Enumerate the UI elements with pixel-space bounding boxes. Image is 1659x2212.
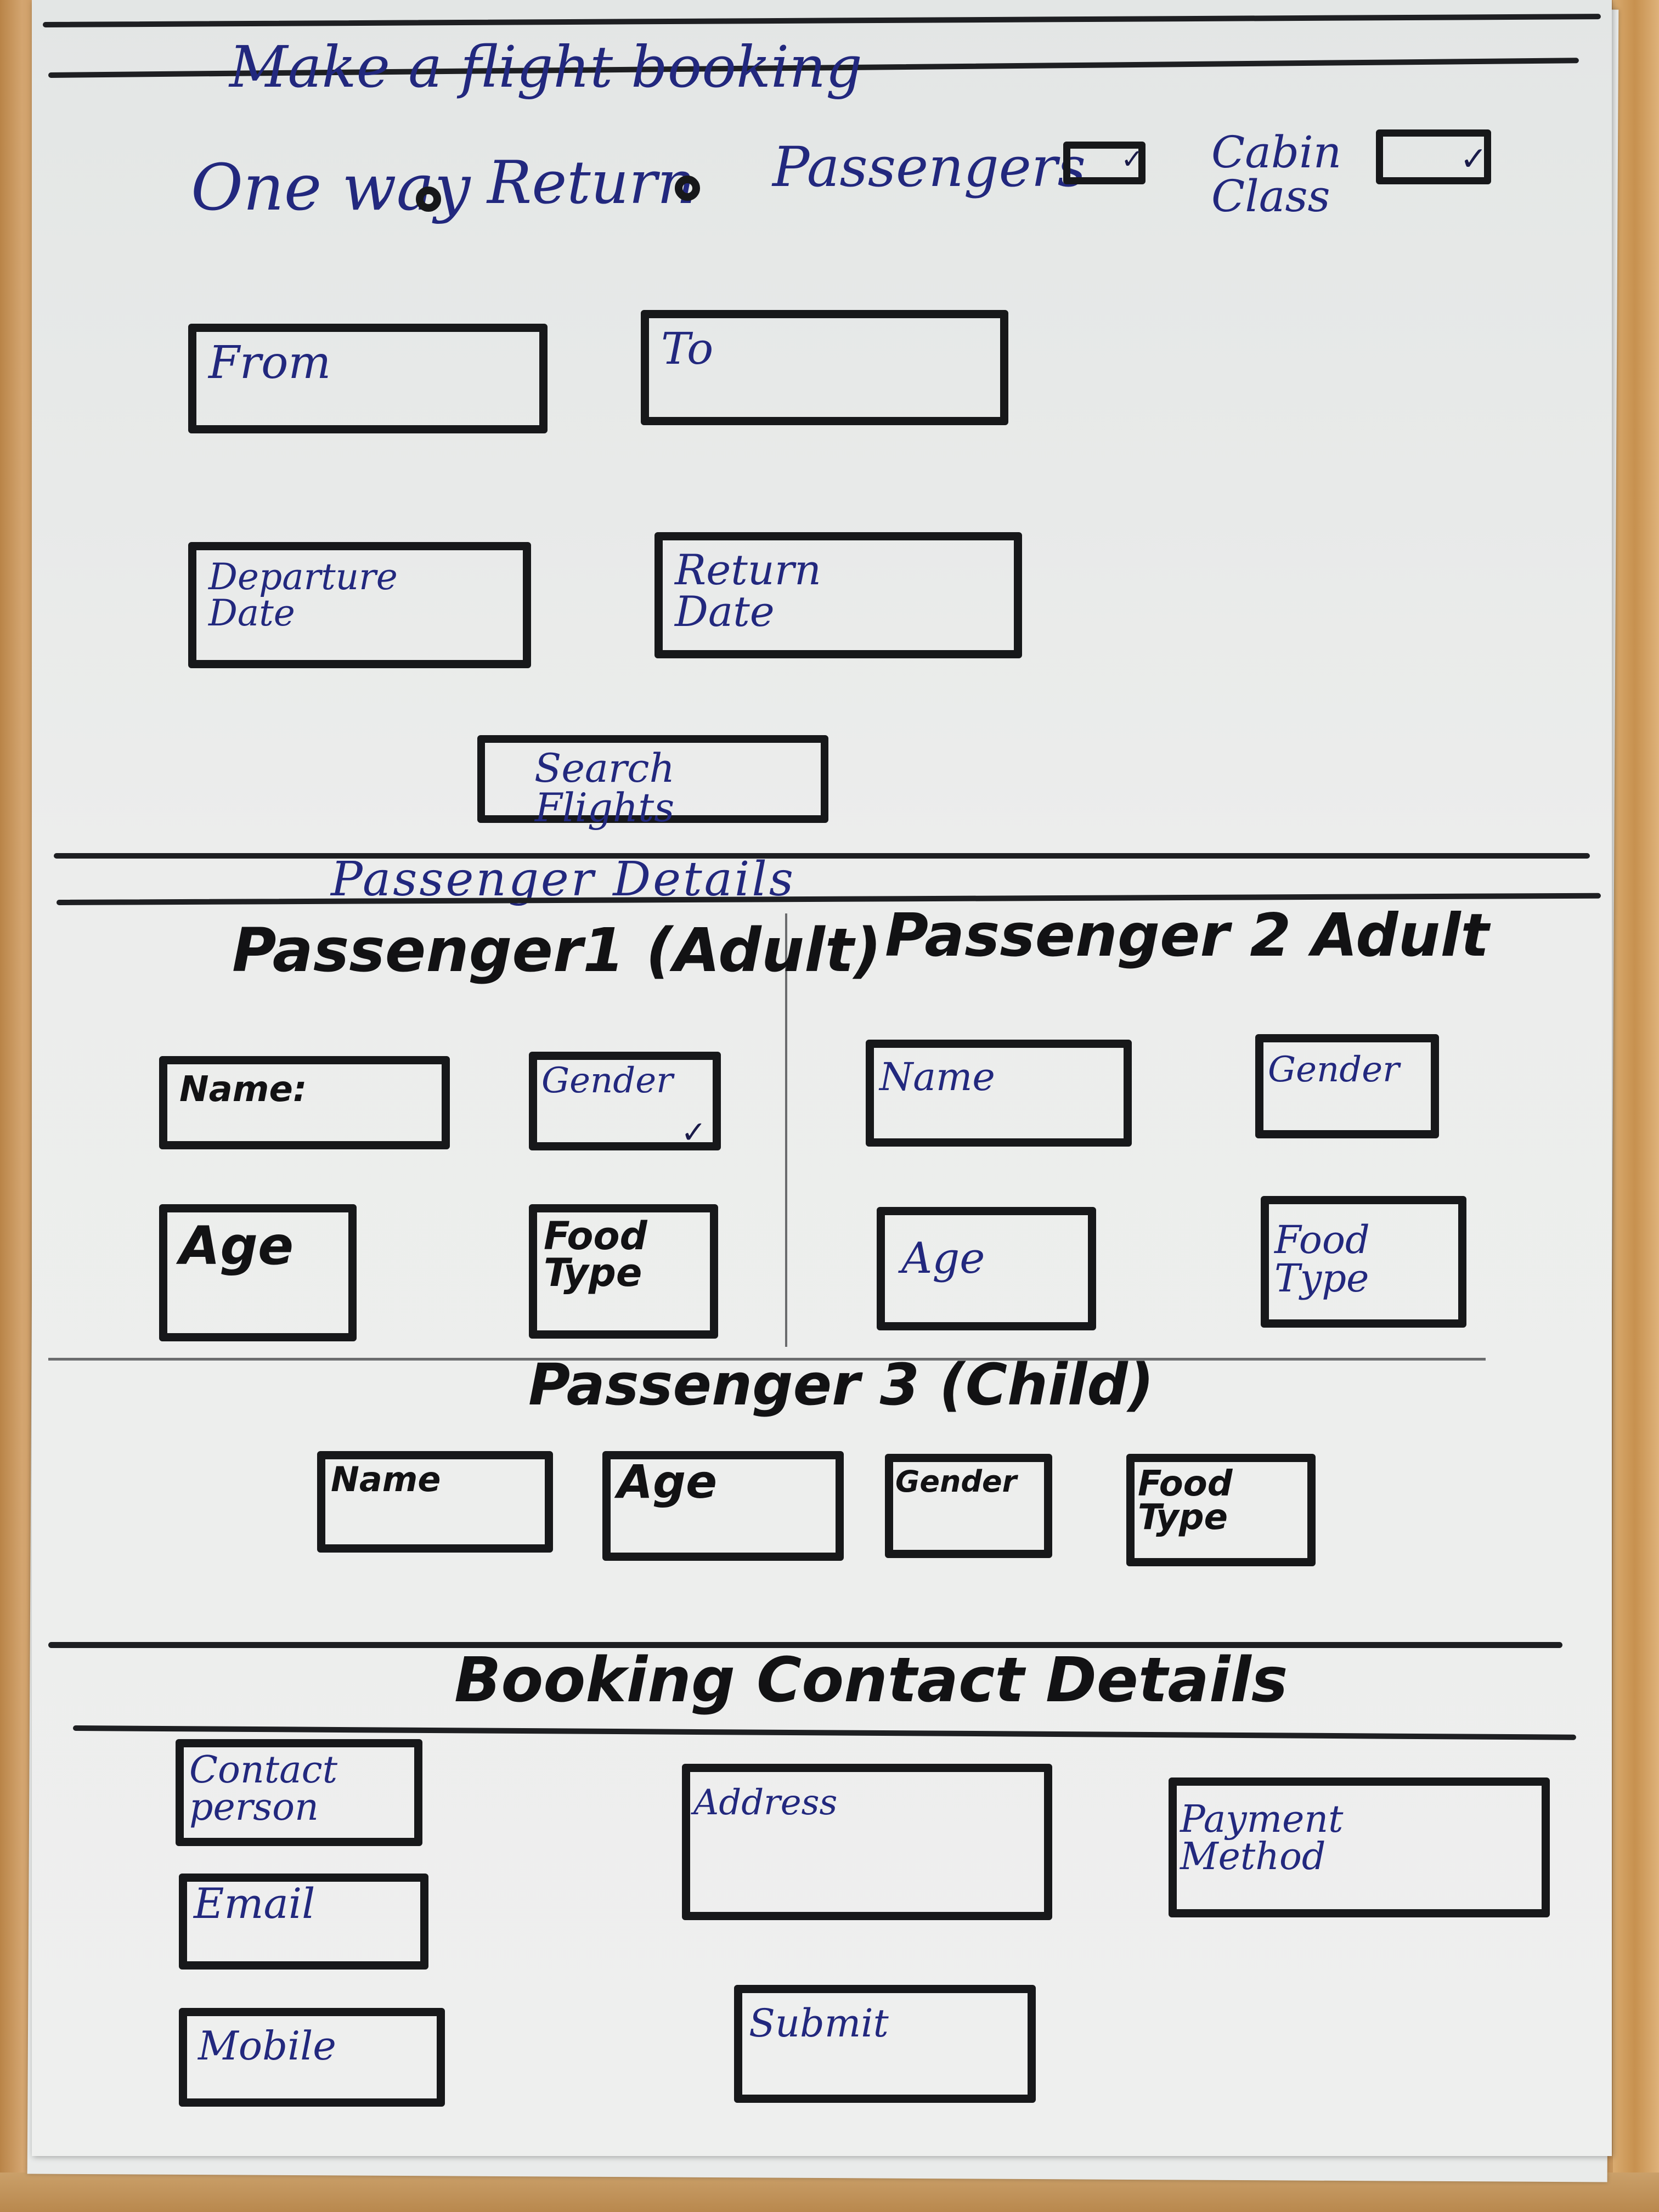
- one-way-radio[interactable]: [416, 187, 441, 212]
- payment-method-select[interactable]: Payment Method: [1169, 1778, 1550, 1917]
- payment-method-label: Payment Method: [1180, 1798, 1344, 1878]
- address-label: Address: [693, 1782, 838, 1823]
- passenger3-heading: Passenger 3 (Child): [528, 1351, 1154, 1418]
- to-field[interactable]: To: [641, 310, 1008, 425]
- passenger1-age-label: Age: [179, 1215, 294, 1277]
- section-divider-passenger-top: [54, 853, 1590, 859]
- passenger1-age-field[interactable]: Age: [159, 1204, 357, 1341]
- passenger1-name-field[interactable]: Name:: [159, 1056, 450, 1149]
- passenger2-name-field[interactable]: Name: [866, 1040, 1132, 1147]
- section-divider-contact-bottom: [72, 1725, 1576, 1740]
- passenger3-food-type-label: Food Type: [1138, 1464, 1233, 1538]
- passenger2-age-field[interactable]: Age: [877, 1207, 1096, 1330]
- passenger3-name-label: Name: [331, 1459, 441, 1499]
- submit-label: Submit: [749, 2001, 889, 2046]
- passenger2-name-label: Name: [879, 1054, 995, 1099]
- chevron-down-icon: ✓: [1121, 143, 1144, 175]
- passenger3-age-field[interactable]: Age: [602, 1451, 844, 1561]
- wooden-table: [1613, 0, 1659, 2212]
- from-field[interactable]: From: [188, 324, 548, 433]
- passenger3-gender-label: Gender: [895, 1464, 1017, 1499]
- mobile-field[interactable]: Mobile: [179, 2008, 445, 2107]
- search-flights-label: Search Flights: [534, 745, 675, 831]
- email-label: Email: [194, 1879, 315, 1928]
- contact-person-field[interactable]: Contact person: [176, 1739, 422, 1846]
- search-flights-button[interactable]: Search Flights: [477, 735, 828, 827]
- cabin-class-select[interactable]: ✓: [1376, 129, 1491, 184]
- passenger3-name-field[interactable]: Name: [317, 1451, 553, 1553]
- passenger2-age-label: Age: [901, 1234, 985, 1283]
- passenger1-heading: Passenger1 (Adult): [232, 915, 882, 985]
- section-divider-contact-top: [48, 1642, 1562, 1648]
- submit-button[interactable]: Submit: [734, 1985, 1036, 2103]
- top-border-line: [42, 14, 1601, 27]
- passenger2-gender-select[interactable]: Gender: [1255, 1034, 1439, 1138]
- passenger-column-divider: [785, 913, 787, 1347]
- passenger1-gender-label: Gender: [541, 1060, 673, 1101]
- passenger2-food-type-label: Food Type: [1274, 1217, 1370, 1301]
- chevron-down-icon: ✓: [681, 1115, 707, 1150]
- one-way-label: One way: [191, 151, 471, 225]
- return-radio[interactable]: [675, 176, 700, 201]
- from-label: From: [208, 337, 331, 389]
- departure-date-field[interactable]: Departure Date: [188, 542, 531, 668]
- passenger1-food-type-select[interactable]: Food Type: [529, 1204, 718, 1339]
- mobile-label: Mobile: [198, 2023, 336, 2069]
- passenger3-food-type-select[interactable]: Food Type: [1126, 1454, 1316, 1566]
- passengers-label: Passengers: [772, 135, 1086, 199]
- passenger3-divider: [48, 1358, 1486, 1361]
- passenger3-age-label: Age: [617, 1455, 718, 1509]
- booking-contact-heading: Booking Contact Details: [454, 1645, 1288, 1716]
- cabin-class-label: Cabin Class: [1211, 127, 1342, 222]
- return-date-field[interactable]: Return Date: [654, 532, 1022, 658]
- departure-date-label: Departure Date: [208, 556, 398, 634]
- email-field[interactable]: Email: [179, 1874, 428, 1970]
- passengers-select[interactable]: ✓: [1063, 142, 1146, 184]
- to-label: To: [661, 323, 714, 374]
- passenger-details-heading: Passenger Details: [331, 852, 796, 907]
- passenger2-gender-label: Gender: [1268, 1049, 1400, 1090]
- passenger3-gender-select[interactable]: Gender: [885, 1454, 1052, 1558]
- passenger2-food-type-select[interactable]: Food Type: [1261, 1196, 1466, 1328]
- passenger1-food-type-label: Food Type: [544, 1214, 647, 1295]
- wireframe-sheet: Make a flight booking One way Return Pas…: [32, 0, 1612, 2156]
- page-title: Make a flight booking: [229, 33, 862, 100]
- passenger2-heading: Passenger 2 Adult: [885, 901, 1489, 970]
- address-field[interactable]: Address: [682, 1764, 1052, 1920]
- passenger1-gender-select[interactable]: Gender ✓: [529, 1052, 721, 1150]
- return-label: Return: [487, 149, 696, 217]
- return-date-label: Return Date: [675, 545, 821, 636]
- chevron-down-icon: ✓: [1460, 140, 1488, 178]
- contact-person-label: Contact person: [189, 1748, 338, 1829]
- passenger1-name-label: Name:: [179, 1069, 307, 1110]
